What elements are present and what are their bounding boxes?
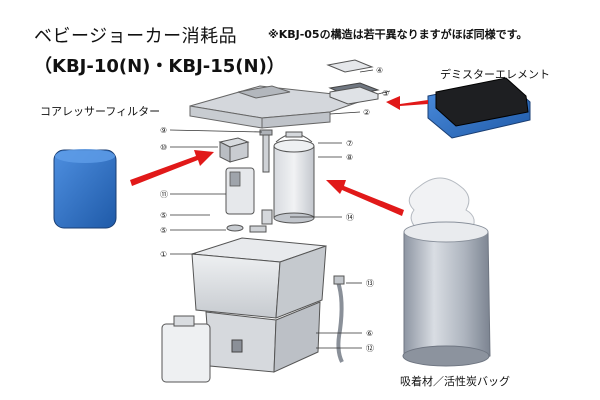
coalescer-filter-label: コアレッサーフィルター <box>40 105 161 118</box>
main-body-part <box>191 237 327 373</box>
part-number-4: ④ <box>376 66 383 75</box>
vertical-pipe-part <box>259 129 273 173</box>
demister-element-image <box>427 77 531 139</box>
part-number-8: ⑧ <box>346 153 353 162</box>
page-title: ベビージョーカー消耗品 <box>34 26 238 47</box>
top-cover-part <box>189 85 371 129</box>
coalescer-filter-image <box>53 149 117 229</box>
model-subtitle: （KBJ-10(N)・KBJ-15(N)） <box>34 56 285 77</box>
fitting-parts <box>226 209 273 233</box>
part-number-13: ⑬ <box>366 279 374 288</box>
part-number-2: ② <box>363 108 370 117</box>
separator-tank-part <box>273 131 315 224</box>
part-number-12: ⑫ <box>366 344 374 353</box>
part-number-14: ⑭ <box>346 213 354 222</box>
part-number-9: ⑨ <box>160 126 167 135</box>
part-number-6: ⑥ <box>366 329 373 338</box>
part-number-markers: ④ ③ ② ⑨ ⑩ ⑦ ⑧ ⑪ ⑤ ⑤ ⑭ ① ⑬ ⑥ ⑫ <box>160 66 389 353</box>
part-number-5b: ⑤ <box>160 226 167 235</box>
part-number-10: ⑩ <box>160 143 167 152</box>
structure-note: ※KBJ-05の構造は若干異なりますがほぼ同様です。 <box>268 28 528 41</box>
filter-box-part <box>218 137 250 163</box>
leader-lines <box>169 69 391 349</box>
adsorbent-bag-image <box>402 177 491 367</box>
red-arrow-icon <box>130 96 428 216</box>
drain-canister-part <box>161 315 211 383</box>
demister-plate-part <box>326 59 380 105</box>
part-number-3: ③ <box>382 89 389 98</box>
part-number-5a: ⑤ <box>160 211 167 220</box>
adsorbent-bag-label: 吸着材／活性炭バッグ <box>400 375 510 388</box>
drain-hose-part <box>333 275 345 363</box>
part-number-7: ⑦ <box>346 139 353 148</box>
part-number-11: ⑪ <box>160 190 168 199</box>
part-number-1: ① <box>160 250 167 259</box>
demister-label: デミスターエレメント <box>440 68 550 81</box>
inner-cartridge-part <box>225 167 255 215</box>
